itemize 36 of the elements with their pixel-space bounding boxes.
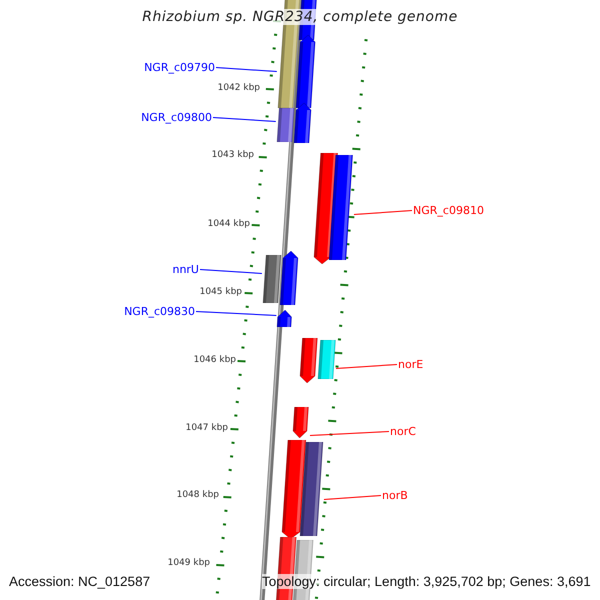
gene-block	[278, 251, 299, 305]
gene-label: NGR_c09790	[144, 61, 215, 74]
gene-block	[298, 338, 318, 383]
gene-bar	[262, 255, 282, 303]
gene-label: NGR_c09810	[413, 204, 484, 217]
gene-bar	[298, 442, 324, 536]
leader-line	[353, 210, 412, 215]
gene-block	[292, 103, 312, 143]
leader-line	[200, 269, 262, 274]
scale-tick-label: 1046 kbp	[194, 355, 236, 366]
gene-label: NGR_c09800	[141, 111, 212, 124]
gene-label: NGR_c09830	[124, 305, 195, 318]
scale-tick-label: 1048 kbp	[176, 490, 219, 501]
gene-bar	[328, 155, 354, 260]
scale-tick-label: 1045 kbp	[200, 287, 242, 298]
footer-text: Accession: NC_012587	[9, 574, 150, 589]
scale-tick-label: 1043 kbp	[212, 150, 254, 161]
scale-tick-label: 1047 kbp	[186, 423, 228, 434]
gene-label: nnrU	[172, 263, 199, 276]
leader-line	[196, 311, 277, 316]
leader-line	[309, 431, 390, 436]
leader-line	[212, 117, 276, 122]
gene-block	[281, 440, 307, 539]
leader-line	[216, 67, 278, 72]
leader-line	[335, 364, 398, 369]
gene-bar	[276, 108, 295, 142]
gene-label: norC	[390, 425, 416, 438]
gene-label: norE	[398, 358, 424, 371]
gene-bar	[316, 340, 336, 379]
leader-line	[323, 495, 382, 500]
scale-tick-label: 1042 kbp	[218, 83, 260, 94]
gene-block	[292, 407, 310, 438]
gene-label: norB	[382, 489, 408, 502]
gene-block	[276, 310, 293, 327]
scale-tick-label: 1044 kbp	[208, 219, 250, 230]
scale-tick-label: 1049 kbp	[168, 558, 210, 569]
